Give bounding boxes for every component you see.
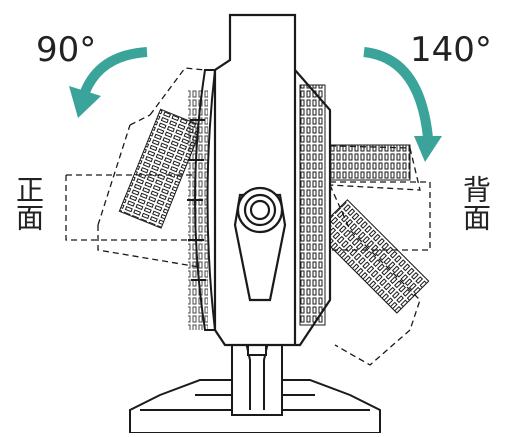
pivot-knob xyxy=(233,186,287,302)
arrow-head-right-icon xyxy=(414,136,442,162)
angle-label-140: 140° xyxy=(410,30,492,70)
forward-tilt-vents xyxy=(118,108,203,229)
front-grille xyxy=(187,69,217,331)
front-horizontal-outline xyxy=(65,174,205,241)
front-label: 正面 xyxy=(12,175,45,231)
curved-arrow-left-icon xyxy=(80,47,148,95)
arrow-head-left-icon xyxy=(69,86,101,118)
back-label: 背面 xyxy=(459,175,492,231)
fan-body xyxy=(213,13,332,347)
backward-tilt-vents xyxy=(314,144,430,314)
angle-label-90: 90° xyxy=(36,30,97,70)
curved-arrow-right-icon xyxy=(363,47,433,139)
back-horizontal-outline xyxy=(300,181,431,251)
